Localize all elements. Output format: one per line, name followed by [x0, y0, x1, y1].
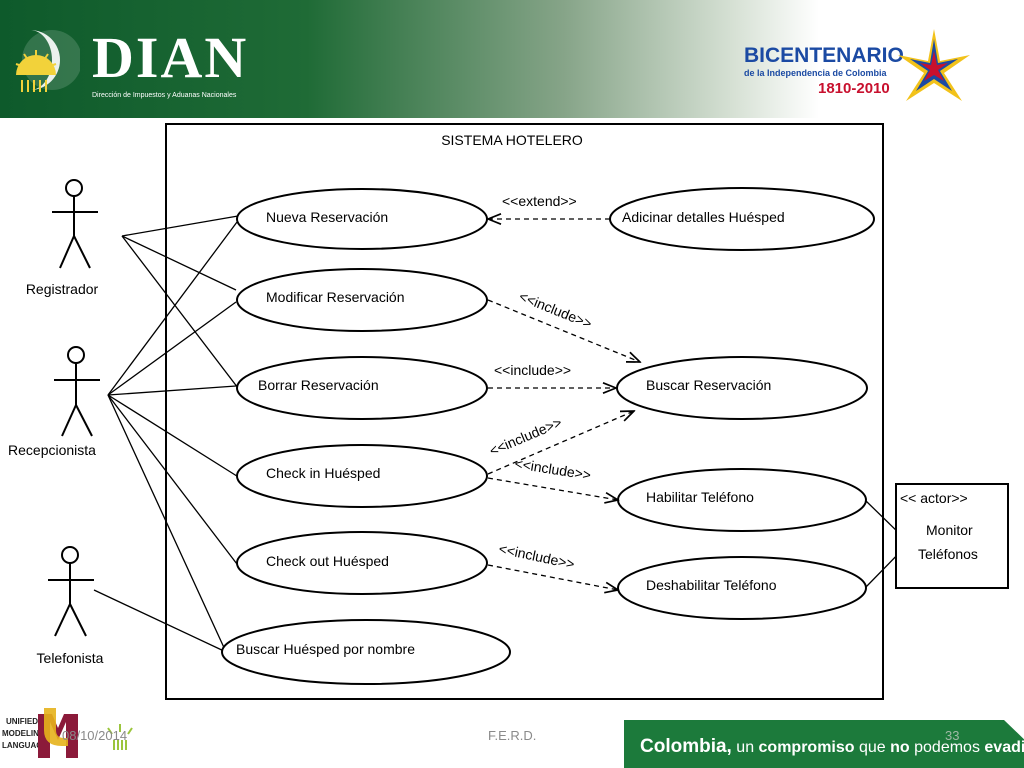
uc-habilitar-label: Habilitar Teléfono — [646, 489, 754, 505]
slogan-banner: Colombia, un compromiso que no podemos e… — [624, 720, 1024, 768]
uc-borrar-label: Borrar Reservación — [258, 377, 379, 393]
uc-check-in[interactable] — [236, 444, 488, 508]
uc-buscar-huesped-label: Buscar Huésped por nombre — [236, 641, 415, 657]
footer-date: 08/10/2014 — [62, 728, 128, 743]
uc-modificar-label: Modificar Reservación — [266, 289, 405, 305]
system-title: SISTEMA HOTELERO — [441, 132, 583, 148]
uc-borrar-reservacion[interactable] — [236, 356, 488, 420]
dep-include-modificar — [487, 299, 640, 362]
dep-include-checkin-habilitar — [487, 477, 618, 500]
actor-recepcionista-label: Recepcionista — [8, 442, 96, 458]
label-extend: <<extend>> — [502, 193, 577, 209]
dian-logo-icon — [15, 30, 80, 92]
external-actor-line1: Monitor — [926, 522, 973, 538]
org-name: DIAN — [92, 25, 249, 90]
slogan-text: Colombia, un compromiso que no podemos e… — [640, 736, 1024, 757]
uc-modificar-reservacion[interactable] — [236, 268, 488, 332]
external-actor-box — [895, 483, 1009, 589]
header-banner: DIAN Dirección de Impuestos y Aduanas Na… — [0, 0, 1024, 118]
uml-logo-icon: UNIFIED MODELING LANGUAGE — [2, 708, 133, 758]
external-actor-stereotype: << actor>> — [900, 490, 968, 506]
bicentenario-subtitle: de la Independencia de Colombia — [744, 68, 887, 78]
actor-telefonista — [48, 546, 94, 637]
svg-text:MODELING: MODELING — [2, 729, 45, 738]
use-case-diagram: SISTEMA HOTELERO Registrador Recepcionis… — [8, 123, 1009, 700]
org-subtitle: Dirección de Impuestos y Aduanas Naciona… — [92, 92, 237, 99]
external-actor-line2: Teléfonos — [918, 546, 978, 562]
associations — [93, 215, 907, 653]
uc-deshabilitar-label: Deshabilitar Teléfono — [646, 577, 777, 593]
uc-nueva-label: Nueva Reservación — [266, 209, 388, 225]
actor-telefonista-label: Telefonista — [37, 650, 104, 666]
actor-recepcionista — [54, 346, 100, 437]
svg-text:LANGUAGE: LANGUAGE — [2, 741, 48, 750]
actor-registrador-label: Registrador — [26, 281, 99, 297]
uc-checkin-label: Check in Huésped — [266, 465, 380, 481]
uc-buscar-reserva-label: Buscar Reservación — [646, 377, 771, 393]
label-include-borrar: <<include>> — [494, 362, 571, 378]
svg-text:UNIFIED: UNIFIED — [6, 717, 38, 726]
actor-registrador — [52, 179, 98, 269]
dep-include-checkout — [487, 564, 618, 590]
bicentenario-years: 1810-2010 — [818, 80, 890, 97]
bicentenario-star-icon — [898, 29, 970, 101]
footer-author: F.E.R.D. — [488, 728, 537, 743]
uc-adicionar-label: Adicinar detalles Huésped — [622, 209, 785, 225]
uc-buscar-huesped[interactable] — [221, 619, 511, 685]
uc-checkout-label: Check out Huésped — [266, 553, 389, 569]
page-number: 33 — [945, 728, 960, 743]
uc-check-out[interactable] — [236, 531, 488, 595]
bicentenario-title: BICENTENARIO — [744, 44, 904, 67]
